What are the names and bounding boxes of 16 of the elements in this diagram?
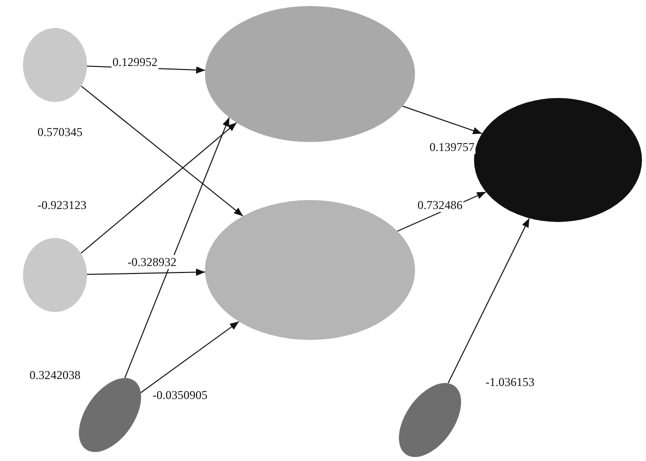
weight-label: 0.570345 [36, 125, 84, 139]
weight-label: -0.0350905 [152, 388, 208, 402]
arrow [140, 321, 240, 394]
arrow [80, 86, 244, 217]
weight-label: 0.3242038 [28, 368, 82, 382]
arrow [80, 122, 238, 254]
arrow [402, 106, 482, 134]
arrow [124, 116, 230, 378]
arrow [448, 218, 530, 384]
weight-label: -1.036153 [484, 375, 536, 389]
arrow [86, 268, 206, 276]
weight-label: 0.139757 [428, 140, 476, 154]
weight-label: -0.923123 [36, 198, 88, 212]
weight-label: 0.129952 [112, 55, 158, 69]
weight-label: 0.732486 [416, 198, 464, 212]
weight-label: -0.328932 [126, 255, 178, 269]
